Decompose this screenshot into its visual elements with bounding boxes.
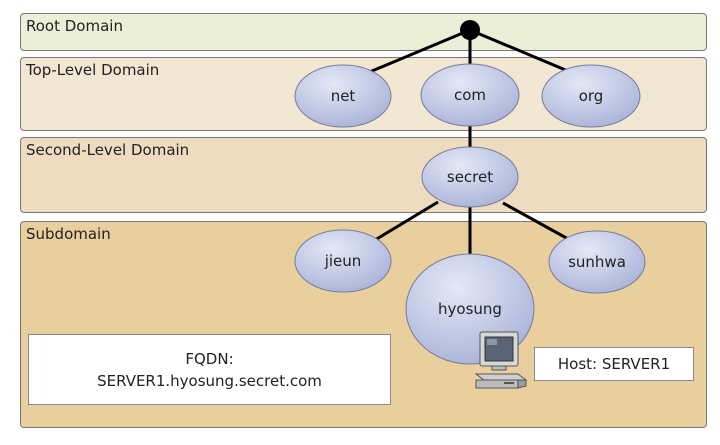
root-node-dot [460,20,480,40]
node-label-jieun: jieun [324,252,362,270]
node-com[interactable]: com [420,63,520,127]
host-box: Host: SERVER1 [534,347,694,381]
band-root-domain: Root Domain [20,13,707,51]
band-label-sub: Subdomain [26,225,111,243]
host-label: Host: SERVER1 [557,355,671,373]
band-label-root: Root Domain [26,17,123,35]
node-label-org: org [579,87,604,105]
node-label-net: net [331,87,356,105]
tree-edges [359,28,576,255]
node-label-hyosung: hyosung [438,300,502,318]
band-second-level-domain: Second-Level Domain [20,137,707,213]
node-label-secret: secret [447,168,493,186]
band-label-sld: Second-Level Domain [26,141,190,159]
edge-root-org [469,28,576,76]
fqdn-label: FQDN: [185,349,234,368]
fqdn-box: FQDN: SERVER1.hyosung.secret.com [28,334,391,405]
node-net[interactable]: net [294,64,392,128]
node-jieun[interactable]: jieun [294,229,392,293]
edge-root-net [359,28,471,78]
band-label-tld: Top-Level Domain [26,61,160,79]
node-label-com: com [454,86,486,104]
node-label-sunhwa: sunhwa [568,253,626,271]
node-secret[interactable]: secret [421,146,519,208]
fqdn-value: SERVER1.hyosung.secret.com [97,371,322,390]
computer-icon [474,331,528,389]
edge-secret-jieun [374,200,439,242]
node-sunhwa[interactable]: sunhwa [548,230,646,294]
node-org[interactable]: org [541,64,641,128]
edge-secret-sunhwa [502,201,571,242]
